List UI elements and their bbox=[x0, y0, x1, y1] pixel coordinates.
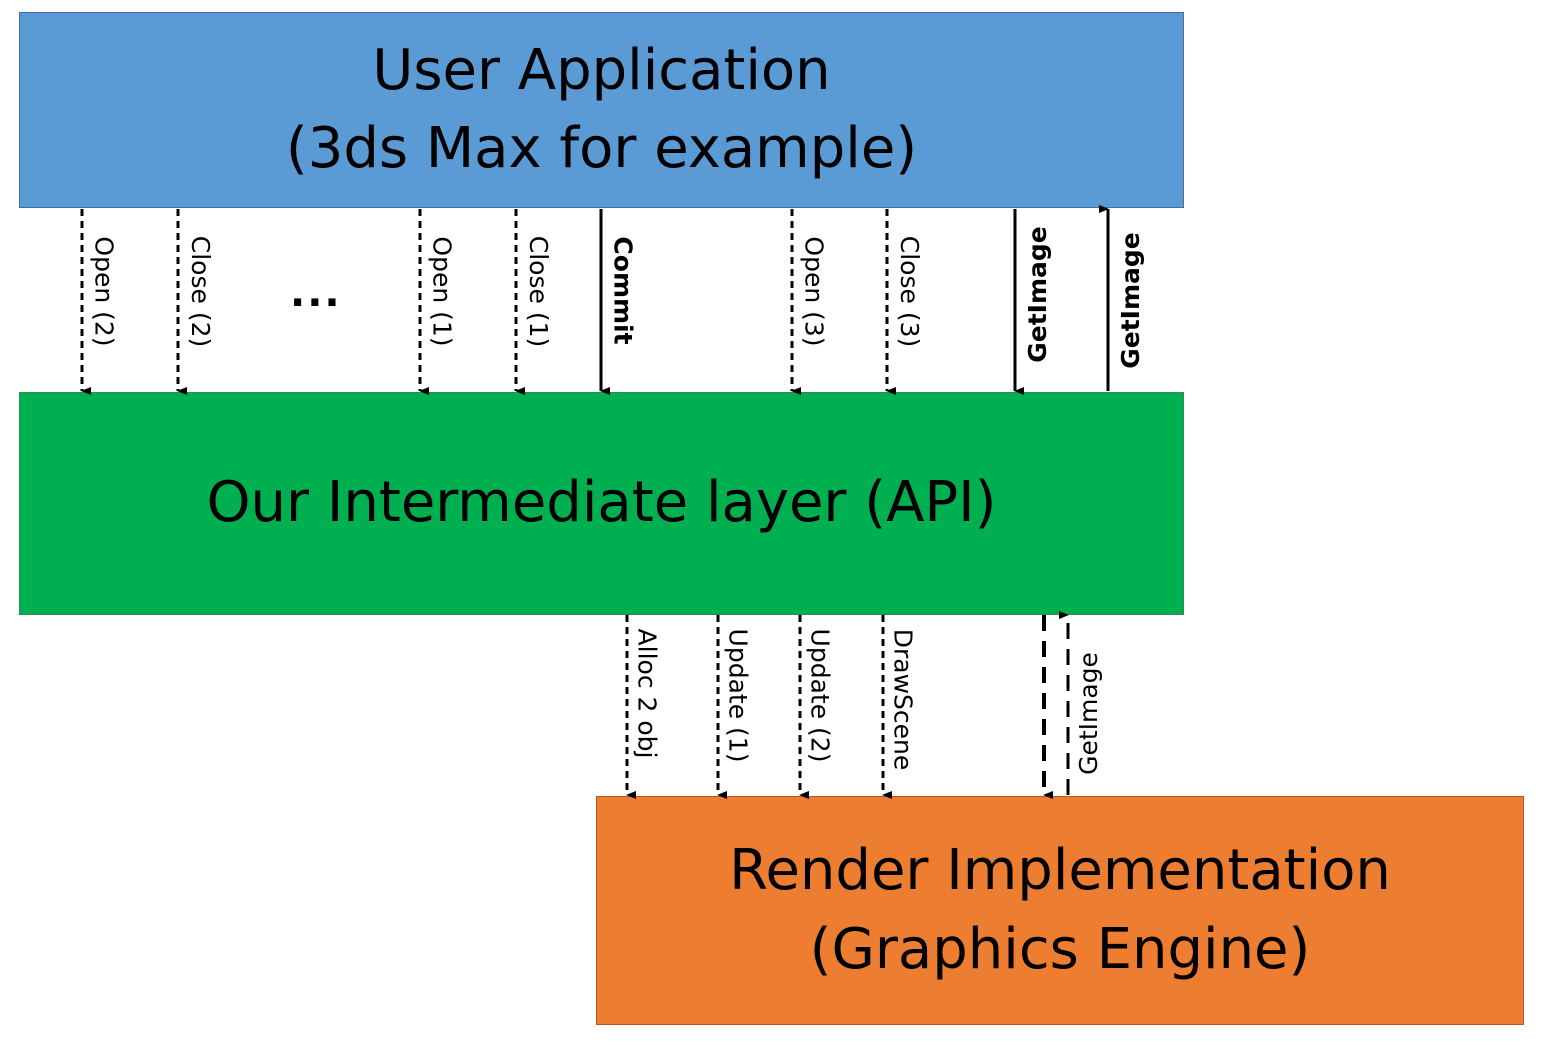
upper-label-close-2-1: Close (2) bbox=[185, 235, 215, 348]
lower-label-drawscene-3: DrawScene bbox=[888, 628, 918, 770]
upper-label-getimage-7: GetImage bbox=[1022, 226, 1052, 363]
lower-label-alloc-2-obj-0: Alloc 2 obj bbox=[632, 628, 662, 758]
upper-label-close-3-6: Close (3) bbox=[894, 235, 924, 348]
upper-label-close-1-3: Close (1) bbox=[523, 235, 553, 348]
upper-call-arrows bbox=[80, 205, 1110, 395]
user-application-subtitle: (3ds Max for example) bbox=[285, 116, 918, 181]
lower-call-arrows bbox=[625, 611, 1070, 799]
user-application-title: User Application bbox=[372, 37, 831, 103]
intermediate-layer-box: Our Intermediate layer (API) bbox=[19, 392, 1184, 615]
user-application-box: User Application (3ds Max for example) bbox=[19, 12, 1184, 208]
intermediate-layer-title: Our Intermediate layer (API) bbox=[206, 470, 997, 536]
upper-label-commit-4: Commit bbox=[608, 235, 638, 345]
render-implementation-subtitle: (Graphics Engine) bbox=[809, 916, 1311, 982]
ellipsis-text: ... bbox=[290, 270, 342, 316]
render-implementation-title: Render Implementation bbox=[729, 838, 1391, 904]
lower-label-update-1-1: Update (1) bbox=[723, 628, 753, 762]
upper-label-open-2-0: Open (2) bbox=[89, 235, 119, 347]
lower-label-getimage-5: GetImage bbox=[1073, 652, 1103, 775]
upper-label-open-1-2: Open (1) bbox=[427, 235, 457, 347]
upper-label-open-3-5: Open (3) bbox=[799, 235, 829, 347]
lower-label-update-2-2: Update (2) bbox=[805, 628, 835, 762]
upper-label-getimage-8: GetImage bbox=[1115, 232, 1145, 369]
render-implementation-box: Render Implementation (Graphics Engine) bbox=[596, 796, 1524, 1025]
